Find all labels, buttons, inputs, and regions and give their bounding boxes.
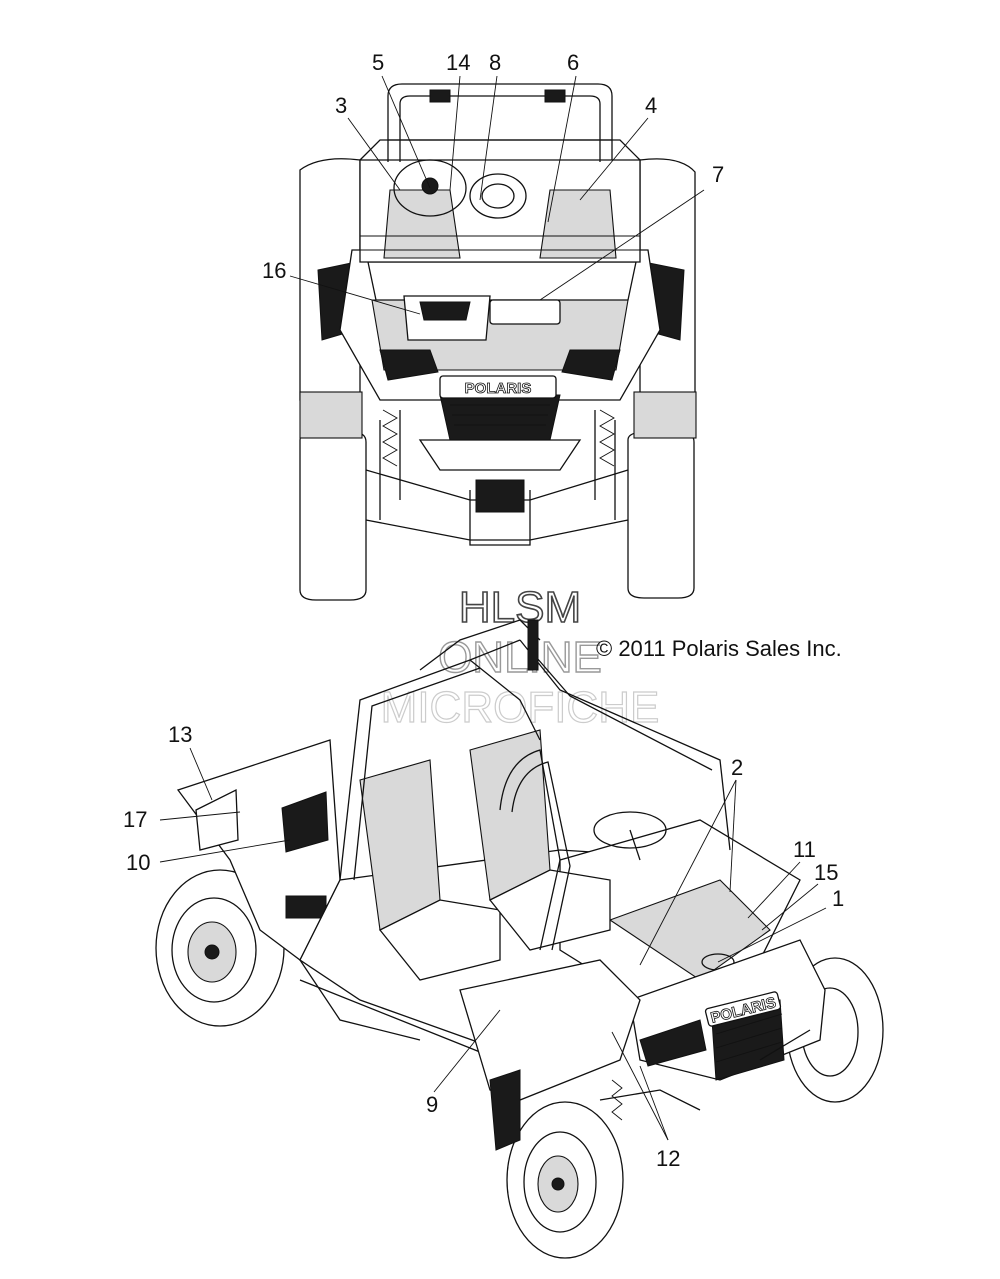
callout-9: 9 (426, 1092, 438, 1117)
callout-2: 2 (731, 755, 743, 780)
copyright-notice: © 2011 Polaris Sales Inc. (596, 636, 842, 661)
callout-11: 11 (793, 837, 816, 862)
front-right-tire (627, 431, 695, 599)
callout-6: 6 (567, 50, 579, 75)
watermark-line-3: MICROFICHE (381, 683, 660, 732)
callout-4: 4 (645, 93, 657, 118)
callout-5: 5 (372, 50, 384, 75)
callout-1: 1 (832, 886, 844, 911)
decal-7-panel (489, 299, 561, 325)
front-left-tire (299, 431, 367, 601)
callout-labels: 5 14 8 6 3 4 7 16 13 17 10 2 11 15 1 9 1… (123, 50, 844, 1171)
callout-7: 7 (712, 162, 724, 187)
callout-16: 16 (262, 258, 286, 283)
callout-17: 17 (123, 807, 147, 832)
callout-14: 14 (446, 50, 470, 75)
callout-10: 10 (126, 850, 150, 875)
callout-8: 8 (489, 50, 501, 75)
leader-lines (159, 75, 827, 1141)
callout-3: 3 (335, 93, 347, 118)
front-brand-label: POLARIS (465, 380, 532, 397)
front-view-vehicle: POLARIS (299, 83, 697, 601)
callout-13: 13 (168, 722, 192, 747)
callout-15: 15 (814, 860, 838, 885)
watermark-line-1: HLSM (459, 583, 581, 632)
side-view-vehicle: POLARIS (155, 619, 884, 1259)
callout-12: 12 (656, 1146, 680, 1171)
